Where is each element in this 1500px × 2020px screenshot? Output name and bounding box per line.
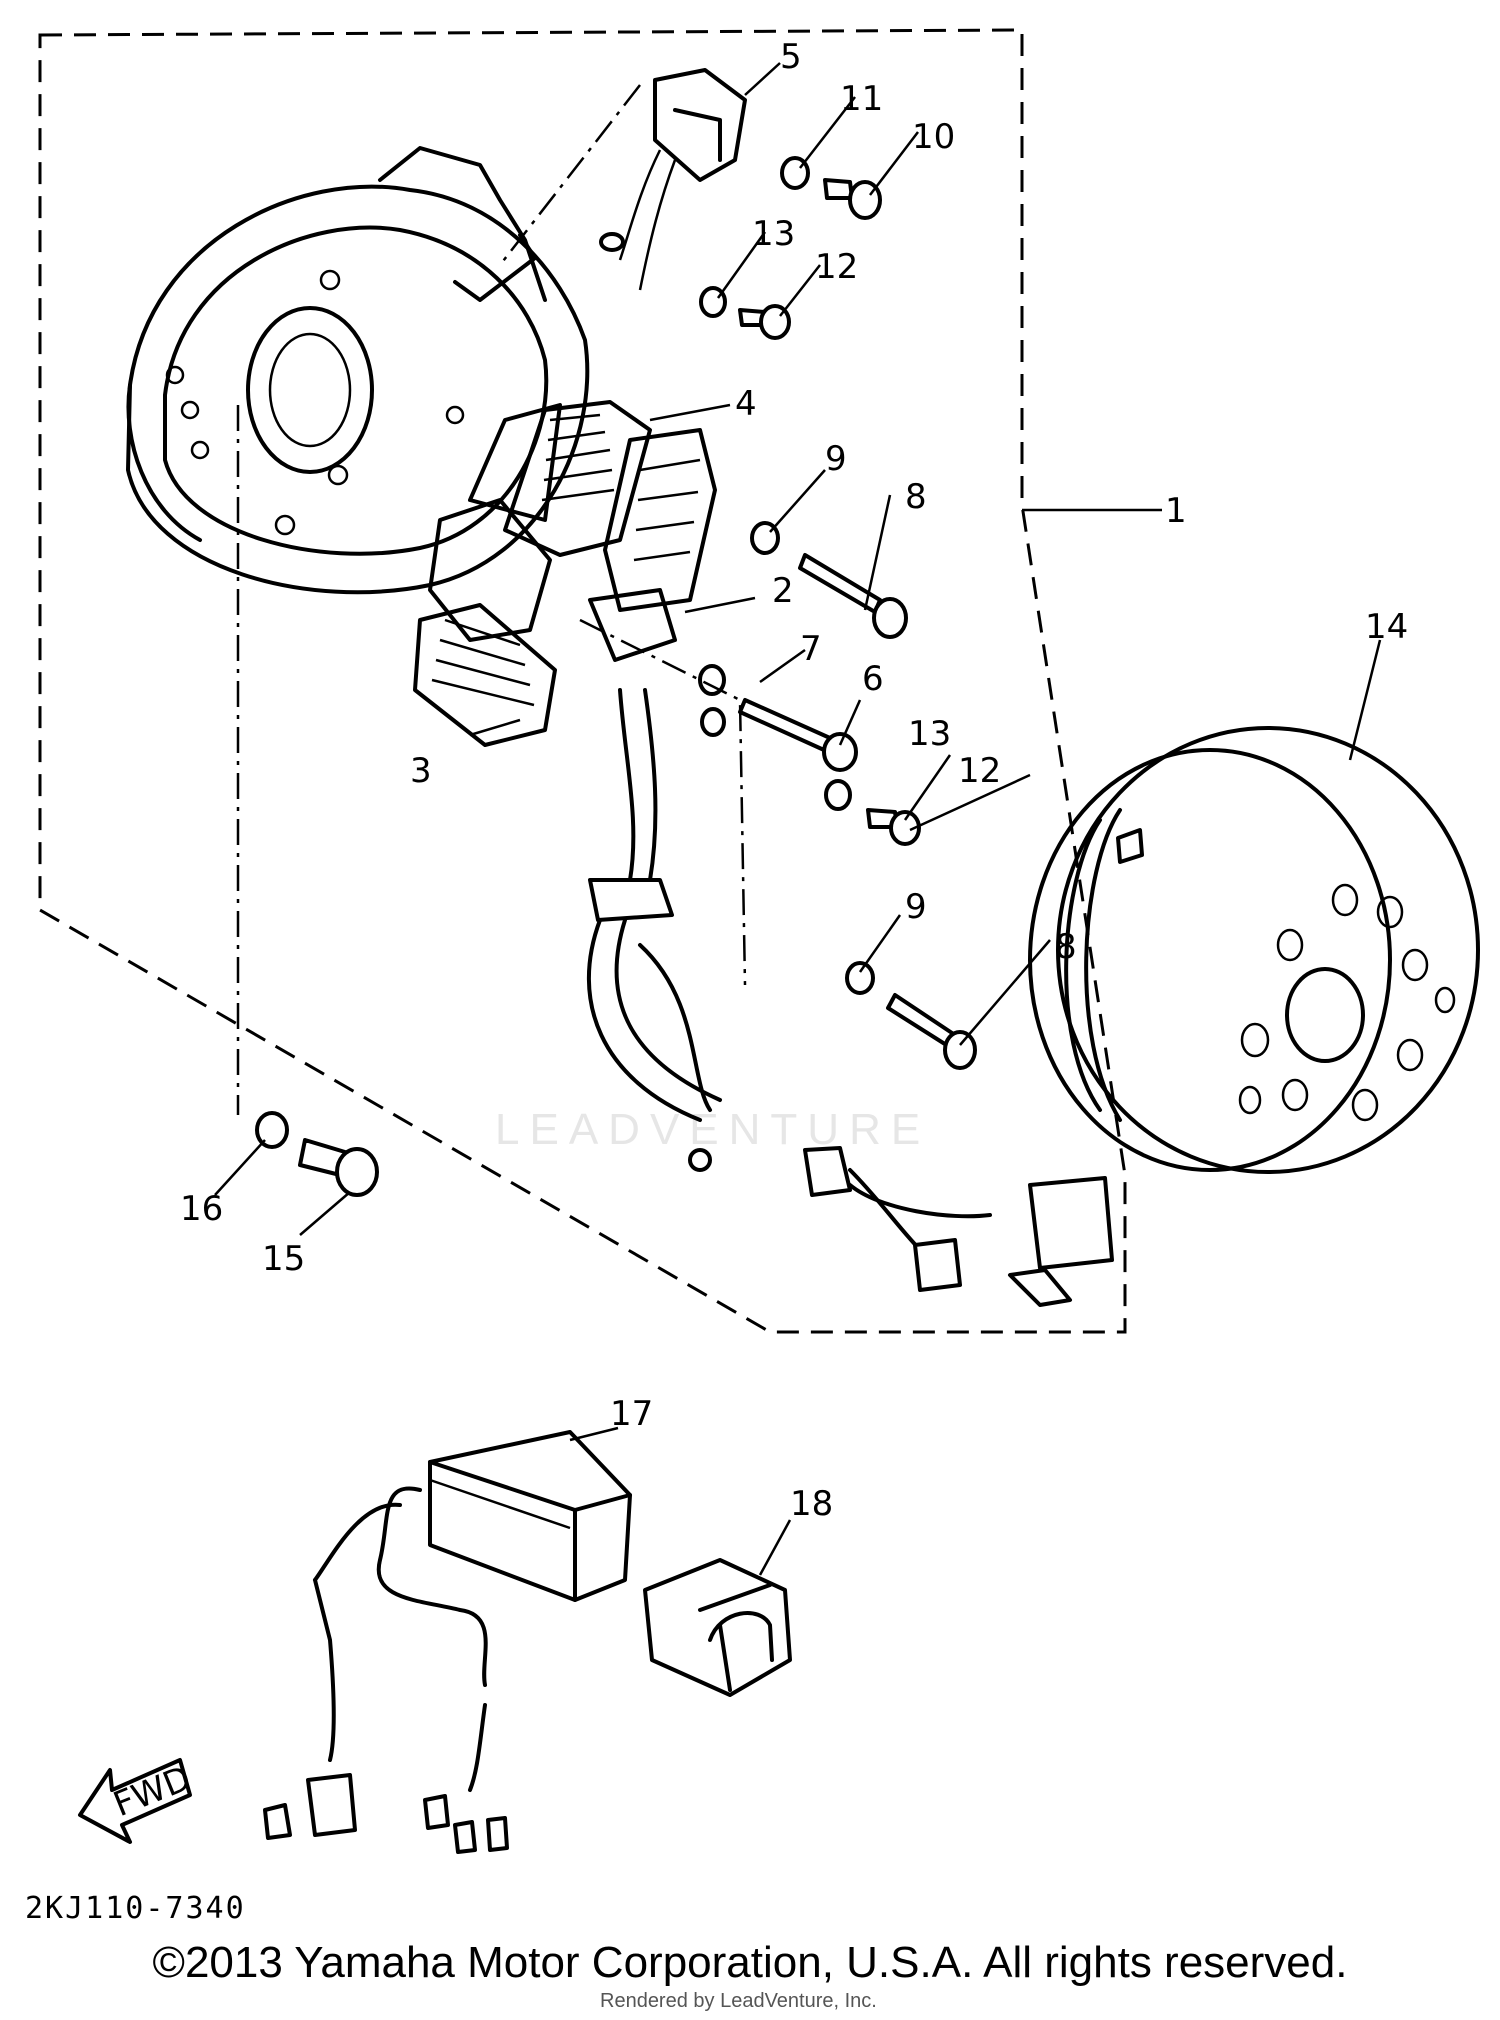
watermark: LEADVENTURE bbox=[495, 1105, 931, 1154]
fwd-arrow-icon: FWD bbox=[78, 1758, 197, 1844]
callout-1: 1 bbox=[1165, 491, 1187, 531]
callout-13a: 13 bbox=[752, 214, 795, 254]
copyright-notice: ©2013 Yamaha Motor Corporation, U.S.A. A… bbox=[152, 1938, 1348, 1987]
callout-9b: 9 bbox=[905, 887, 927, 927]
callout-10: 10 bbox=[912, 117, 955, 157]
callout-7: 7 bbox=[800, 629, 822, 669]
callout-16: 16 bbox=[180, 1189, 223, 1229]
callout-11: 11 bbox=[840, 79, 883, 119]
flywheel-rotor bbox=[1028, 726, 1480, 1174]
rendered-by-note: Rendered by LeadVenture, Inc. bbox=[600, 1990, 877, 2012]
base-plate bbox=[126, 146, 590, 595]
fasteners bbox=[255, 156, 977, 1197]
callout-5: 5 bbox=[780, 37, 802, 77]
reference-code: 2KJ110-7340 bbox=[25, 1891, 246, 1926]
callout-17: 17 bbox=[610, 1394, 653, 1434]
cdi-unit bbox=[263, 1430, 632, 1854]
callouts: 1 2 3 4 5 6 7 8 8 9 9 10 11 12 12 13 13 … bbox=[180, 37, 1408, 1524]
callout-15: 15 bbox=[262, 1239, 305, 1279]
pickup-coil bbox=[599, 68, 747, 291]
callout-9a: 9 bbox=[825, 439, 847, 479]
stator-coils bbox=[413, 400, 717, 747]
callout-3: 3 bbox=[410, 751, 432, 791]
assembly-boundary bbox=[38, 28, 1127, 1334]
wire-harness bbox=[586, 688, 1114, 1307]
callout-12b: 12 bbox=[958, 751, 1001, 791]
callout-2: 2 bbox=[772, 571, 794, 611]
callout-18: 18 bbox=[790, 1484, 833, 1524]
callout-14: 14 bbox=[1365, 607, 1408, 647]
callout-6: 6 bbox=[862, 659, 884, 699]
callout-4: 4 bbox=[735, 384, 757, 424]
fwd-label: FWD bbox=[108, 1758, 197, 1825]
leader-lines bbox=[214, 62, 1382, 1576]
callout-8a: 8 bbox=[905, 477, 927, 517]
callout-8b: 8 bbox=[1055, 927, 1077, 967]
callout-13b: 13 bbox=[908, 714, 951, 754]
callout-12a: 12 bbox=[815, 247, 858, 287]
rubber-bracket bbox=[643, 1558, 792, 1697]
